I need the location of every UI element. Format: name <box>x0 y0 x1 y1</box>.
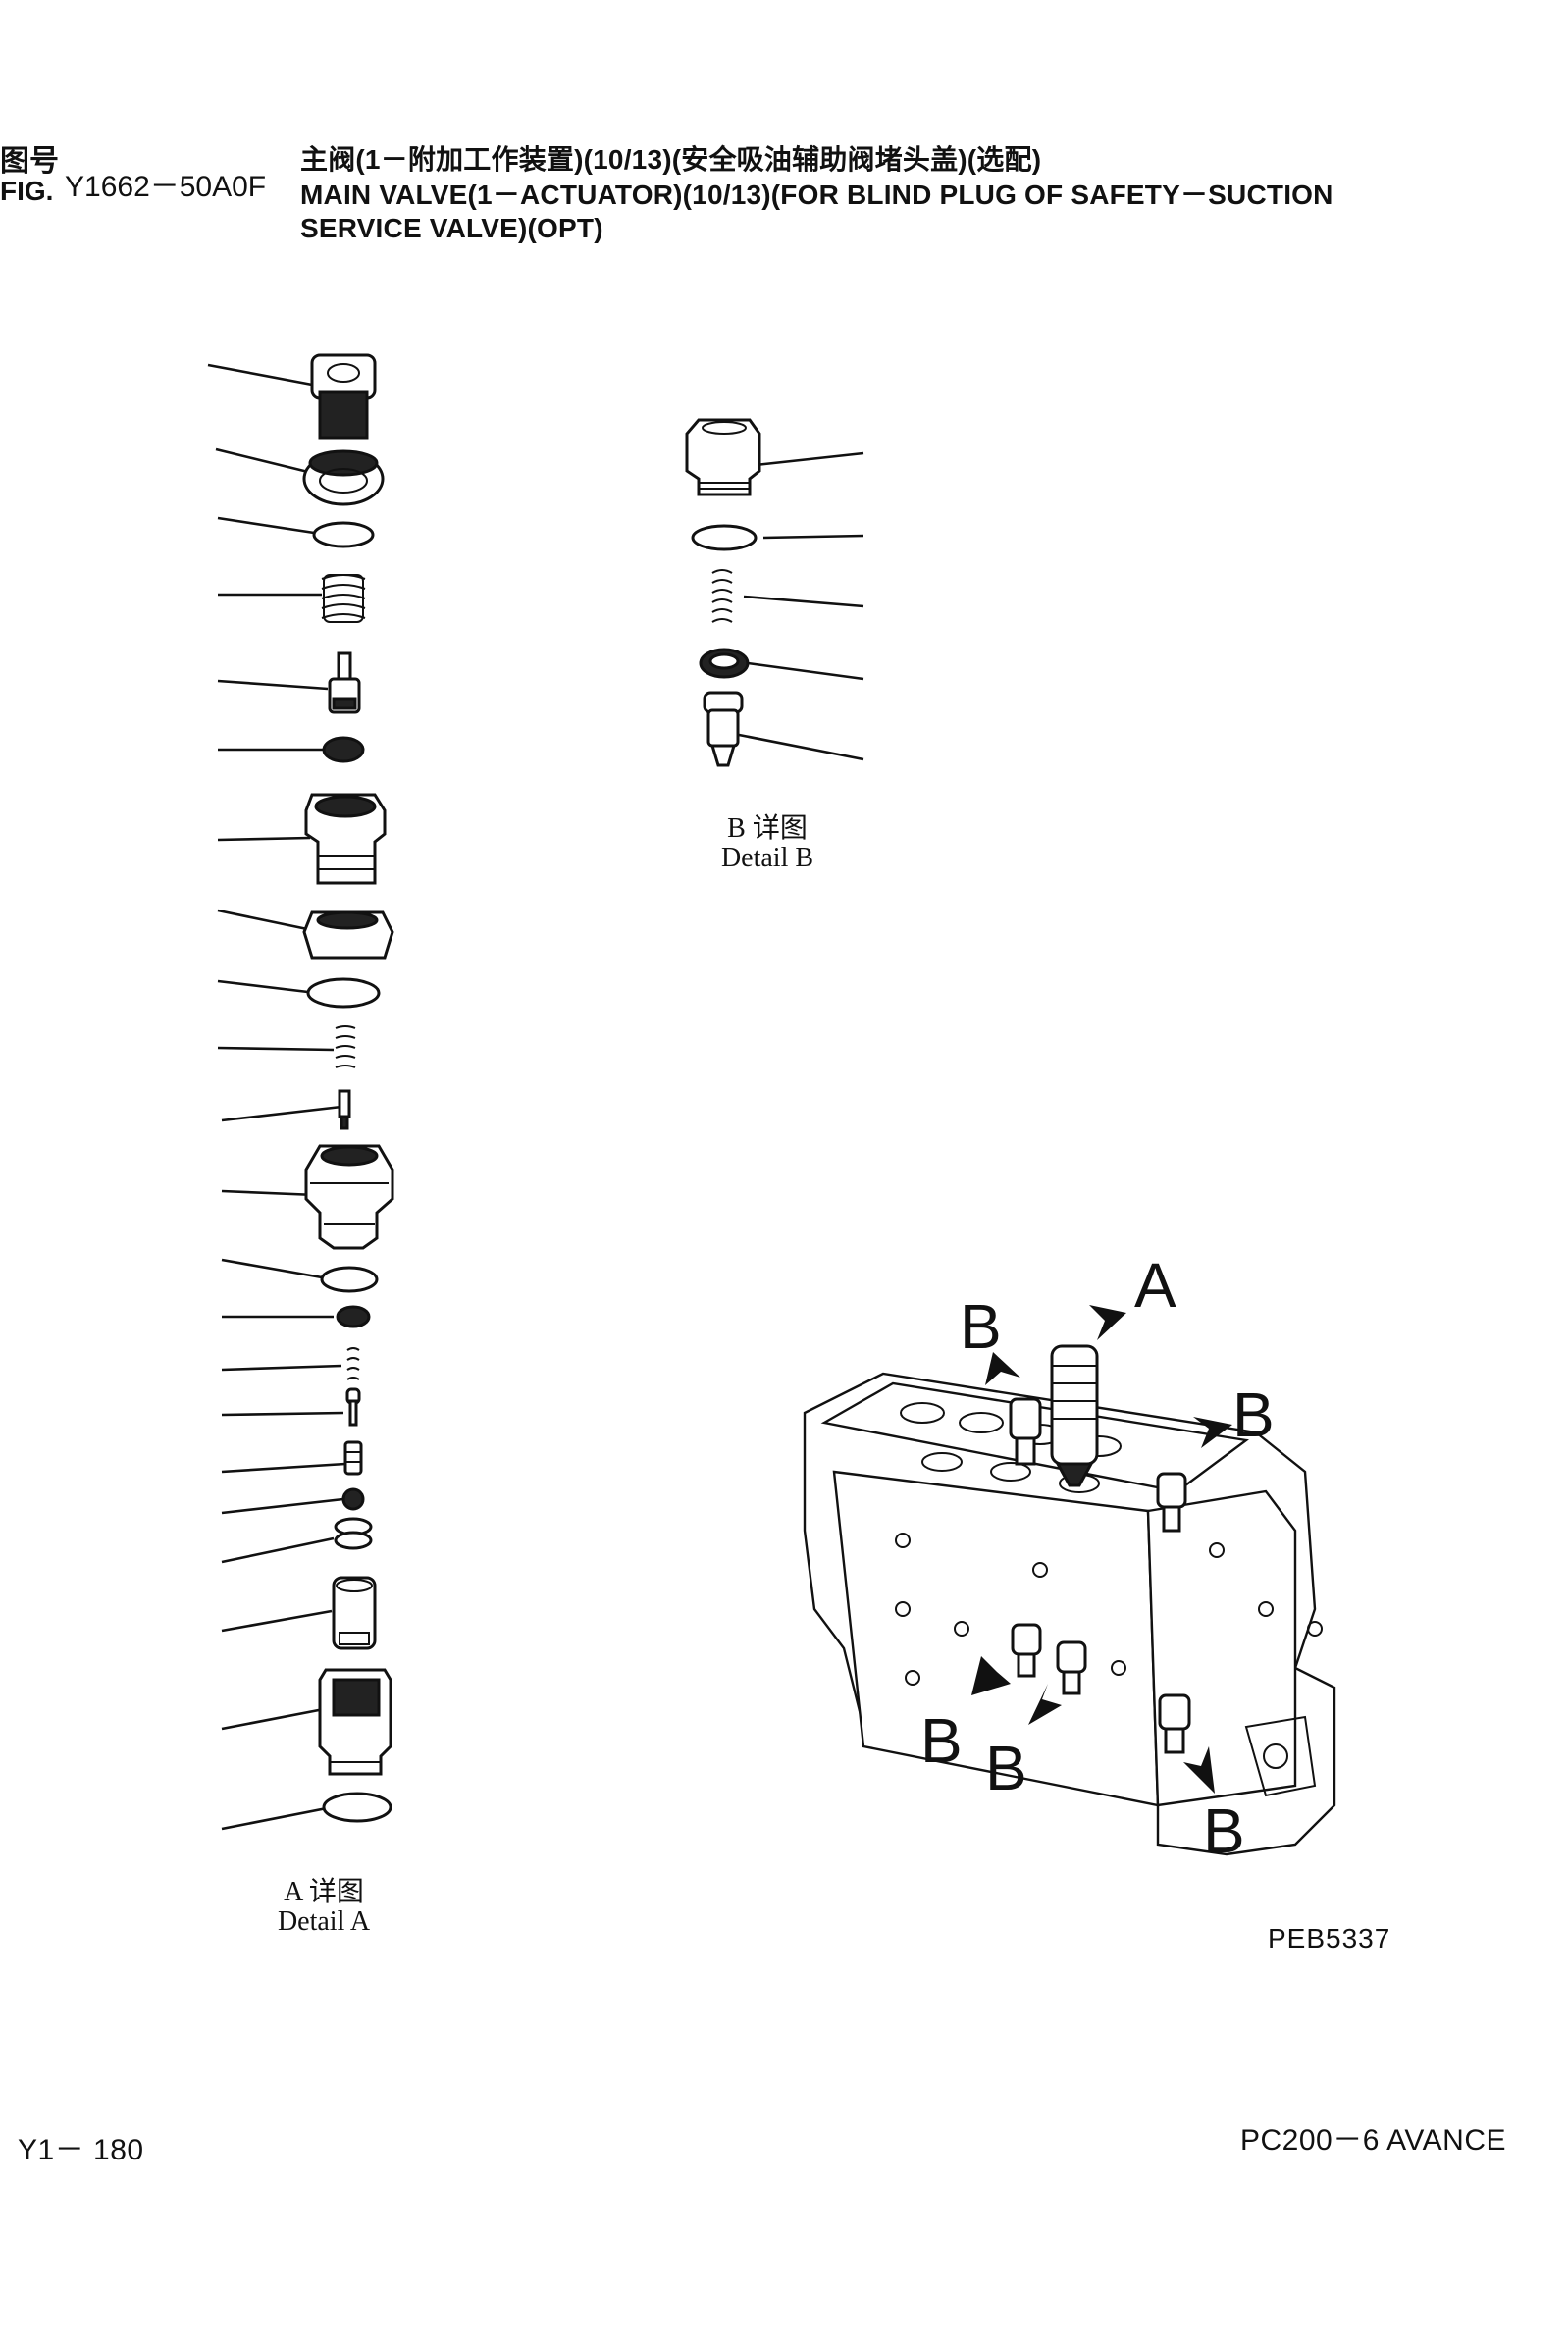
part-a-o-ring-4 <box>322 1792 392 1823</box>
detail-a-caption: A 详图 Detail A <box>216 1878 432 1937</box>
callout-b-label-3: B <box>920 1705 963 1776</box>
figure-number: Y1662－50A0F <box>65 171 267 203</box>
plug-b-installed-5 <box>1158 1693 1191 1754</box>
part-a-spring-1 <box>321 574 366 623</box>
plug-b-installed-2 <box>1156 1472 1187 1533</box>
detail-b-caption-en: Detail B <box>720 843 814 873</box>
model-name: PC200－6 AVANCE <box>1240 2124 1507 2157</box>
part-a-plug <box>310 353 377 440</box>
page-number: Y1－ 180 <box>18 2134 144 2166</box>
callout-b-label-5: B <box>1203 1795 1245 1866</box>
valve-a-installed <box>1050 1344 1099 1487</box>
detail-b-caption-cn: B 详图 <box>727 813 808 844</box>
part-a-pin-2 <box>345 1387 361 1427</box>
callout-a-label: A <box>1134 1250 1176 1321</box>
title-en-line1: MAIN VALVE(1－ACTUATOR)(10/13)(FOR BLIND … <box>300 180 1333 210</box>
part-b-washer <box>699 648 750 679</box>
part-b-o-ring <box>691 524 758 551</box>
part-b-spring <box>711 569 733 623</box>
part-a-ball <box>341 1487 365 1511</box>
part-b-plug <box>685 418 761 496</box>
part-b-poppet <box>703 691 744 767</box>
part-a-ring-nut <box>302 910 394 960</box>
detail-a-exploded-parts <box>207 353 394 1831</box>
callout-b-label-4: B <box>985 1733 1027 1803</box>
plug-b-installed-4 <box>1056 1640 1087 1695</box>
plug-b-installed-3 <box>1011 1623 1042 1678</box>
part-a-poppet-1 <box>328 651 361 714</box>
part-a-piston <box>332 1576 377 1650</box>
part-a-o-ring-3 <box>320 1266 379 1293</box>
plug-b-installed-1 <box>1009 1397 1042 1466</box>
callout-arrows <box>971 1305 1232 1794</box>
title-cn: 主阀(1－附加工作装置)(10/13)(安全吸油辅助阀堵头盖)(选配) <box>300 144 1042 175</box>
part-a-nut <box>302 449 385 506</box>
fig-label-cn: 图号 <box>0 145 59 178</box>
callout-b-label-2: B <box>1232 1379 1275 1450</box>
part-a-washer-1 <box>322 736 365 763</box>
callout-b-label-1: B <box>960 1291 1002 1362</box>
part-a-valve-body <box>304 1144 394 1250</box>
part-a-plunger <box>343 1440 363 1476</box>
part-a-o-ring-1 <box>312 521 375 548</box>
main-valve-assembly: A B B B B B <box>803 1250 1336 1866</box>
part-a-sleeve <box>304 793 387 885</box>
detail-a-caption-cn: A 详图 <box>284 1877 364 1907</box>
part-a-spring-4 <box>334 1517 373 1550</box>
detail-a-caption-en: Detail A <box>277 1906 371 1937</box>
part-a-plug-housing <box>318 1668 392 1776</box>
part-a-spring-3 <box>346 1347 360 1380</box>
fig-label-en: FIG. <box>0 176 54 206</box>
title-en-line2: SERVICE VALVE)(OPT) <box>300 213 603 243</box>
detail-b-leader-lines <box>733 451 864 761</box>
part-a-o-ring-2 <box>306 977 381 1009</box>
detail-a-leader-lines <box>207 363 346 1831</box>
part-a-washer-2 <box>336 1305 371 1328</box>
drawing-code: PEB5337 <box>1268 1923 1391 1953</box>
part-a-spring-2 <box>335 1025 356 1068</box>
detail-b-caption: B 详图 Detail B <box>659 814 875 873</box>
detail-b-exploded-parts <box>685 418 864 767</box>
part-a-pin-1 <box>338 1089 351 1130</box>
